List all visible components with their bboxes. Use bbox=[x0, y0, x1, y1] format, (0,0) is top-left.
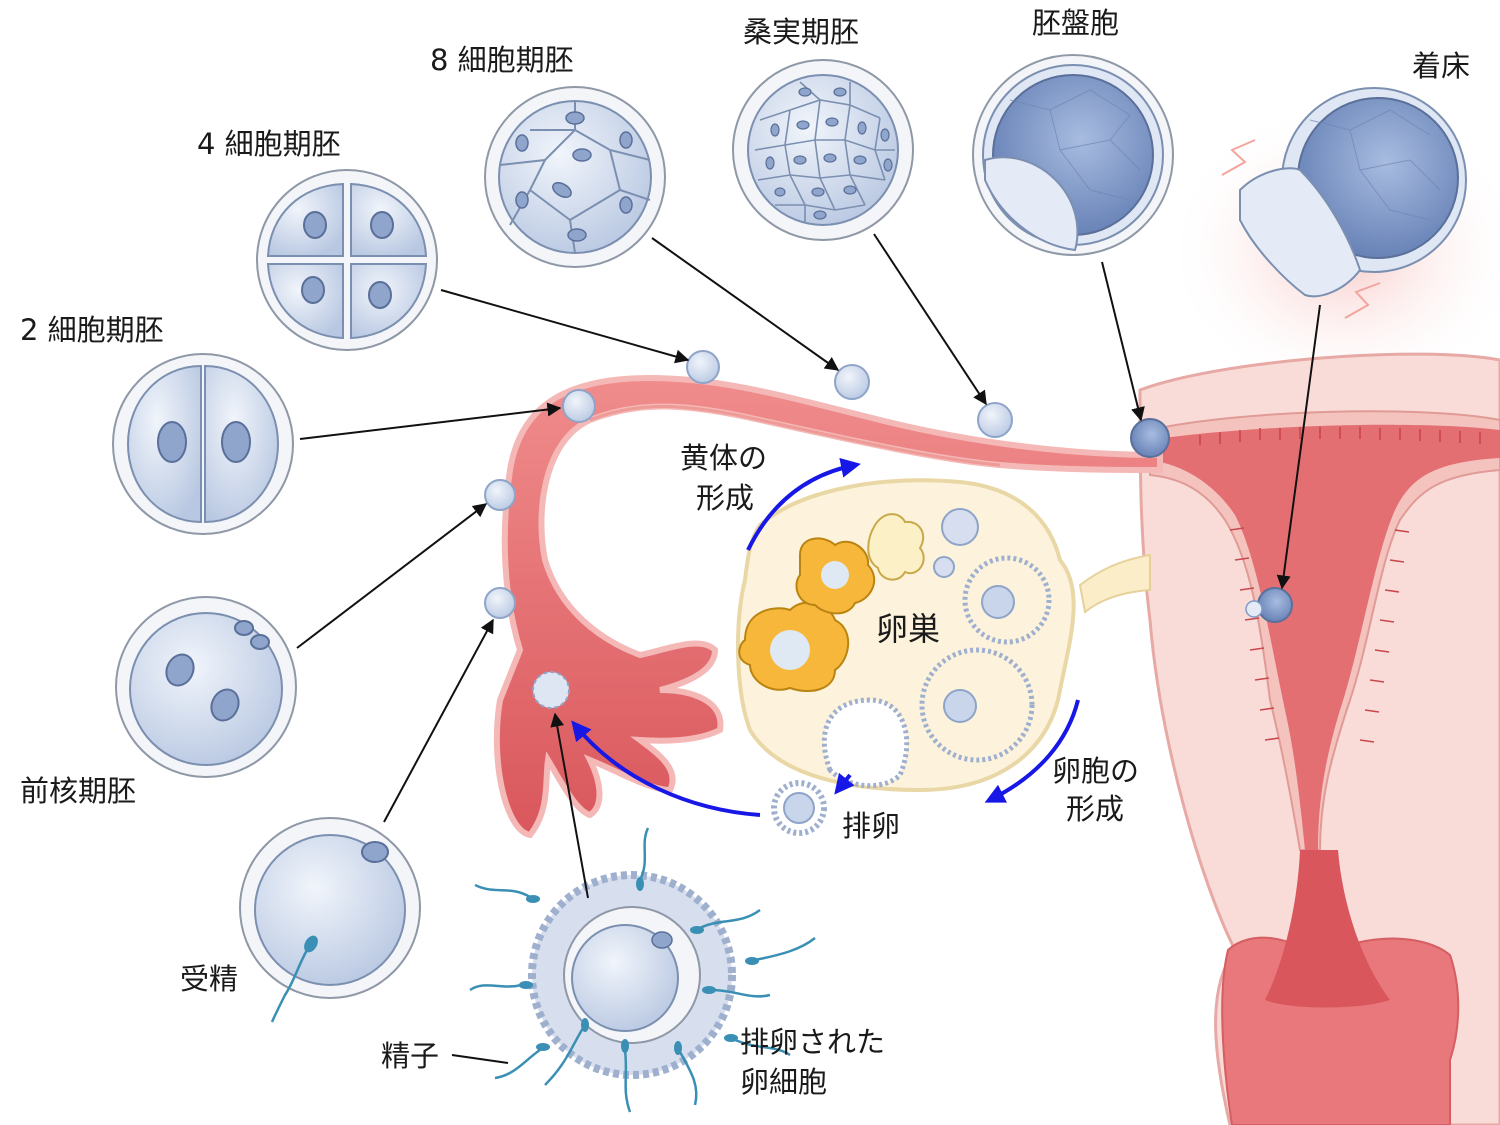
fallopian-tube bbox=[493, 374, 1163, 839]
label-ovulation: 排卵 bbox=[842, 809, 901, 843]
label-implantation: 着床 bbox=[1412, 49, 1471, 83]
label-ovulated-oocyte-line1: 排卵された bbox=[740, 1025, 886, 1059]
label-ovary: 卵巣 bbox=[876, 610, 941, 648]
label-follicle-line2: 形成 bbox=[1066, 792, 1125, 826]
arrow-ovulation-to-tube bbox=[571, 720, 761, 817]
label-follicle-line1: 卵胞の bbox=[1052, 754, 1140, 788]
pointer-implantation bbox=[1276, 304, 1321, 590]
endometrium-folds bbox=[1199, 427, 1481, 743]
tube-ovulated-oocyte bbox=[532, 671, 570, 709]
arrow-corpus-luteum bbox=[746, 457, 861, 551]
morula-nuclei bbox=[765, 87, 893, 220]
pointer-four-cell bbox=[440, 289, 690, 364]
label-blastocyst: 胚盤胞 bbox=[1032, 6, 1120, 40]
label-corpus-luteum-line2: 形成 bbox=[696, 481, 755, 515]
label-four-cell-embryo: 4 細胞期胚 bbox=[197, 127, 341, 161]
tube-two-cell-embryo bbox=[562, 389, 596, 423]
arrow-ovulation-release bbox=[834, 772, 855, 795]
ovary bbox=[736, 478, 1151, 836]
pointer-two-cell bbox=[299, 402, 562, 440]
ruptured-follicle bbox=[821, 697, 910, 789]
flow-arrows bbox=[571, 457, 1080, 817]
pointer-lines bbox=[296, 233, 1321, 1064]
sperm-heads bbox=[519, 877, 759, 1055]
primordial-follicle bbox=[933, 556, 955, 578]
tube-morula bbox=[977, 402, 1013, 438]
label-ovulated-oocyte-line2: 卵細胞 bbox=[740, 1065, 828, 1099]
zoom-morula bbox=[732, 59, 914, 241]
tube-four-cell-embryo bbox=[686, 350, 720, 384]
tube-eight-cell-embryo bbox=[834, 364, 870, 400]
morula-cell-boundaries bbox=[754, 81, 895, 222]
cervical-canal bbox=[1265, 850, 1390, 1008]
ovulated-oocyte-zoom bbox=[469, 827, 816, 1113]
tube-pronuclear-embryo bbox=[484, 479, 516, 511]
zoom-pronuclear-embryo bbox=[115, 596, 297, 778]
antral-follicle-lower bbox=[919, 647, 1035, 763]
pointer-ovulated-oocyte bbox=[550, 712, 589, 899]
primary-follicle bbox=[941, 508, 979, 546]
uterine-cavity bbox=[1150, 424, 1500, 850]
label-morula: 桑実期胚 bbox=[743, 15, 860, 49]
implanting-embryo-cells bbox=[1245, 600, 1263, 618]
corpus-luteum-large bbox=[738, 601, 850, 692]
label-sperm: 精子 bbox=[381, 1039, 440, 1073]
inner-cell-mass bbox=[984, 156, 1079, 252]
pointer-fertilization bbox=[383, 618, 494, 823]
pointer-sperm bbox=[451, 1054, 509, 1064]
pointer-morula bbox=[873, 233, 987, 406]
label-fertilization: 受精 bbox=[180, 962, 239, 996]
sperm-cells bbox=[469, 827, 816, 1113]
ovulating-oocyte bbox=[771, 780, 827, 836]
zoom-fertilized-egg bbox=[239, 817, 421, 1023]
antral-follicle-upper bbox=[962, 555, 1052, 645]
label-pronuclear-embryo: 前核期胚 bbox=[20, 774, 137, 808]
pointer-pronuclear bbox=[296, 503, 488, 649]
zoom-four-cell-embryo bbox=[256, 169, 438, 351]
pointer-blastocyst bbox=[1101, 261, 1145, 422]
corpus-albicans bbox=[867, 513, 925, 581]
tube-inner-edge bbox=[589, 405, 1001, 467]
fertilizing-sperm bbox=[270, 944, 312, 1023]
label-corpus-luteum-line1: 黄体の bbox=[680, 441, 768, 475]
arrow-follicle bbox=[984, 699, 1080, 803]
zoom-two-cell-embryo bbox=[112, 353, 294, 535]
label-two-cell-embryo: 2 細胞期胚 bbox=[20, 313, 164, 347]
label-eight-cell-embryo: 8 細胞期胚 bbox=[430, 43, 574, 77]
implanting-embryo bbox=[1257, 587, 1293, 623]
zoom-implantation bbox=[1221, 87, 1467, 319]
trophoblast-invasion bbox=[1239, 167, 1362, 298]
tube-embryos bbox=[484, 350, 1170, 709]
zoom-eight-cell-embryo bbox=[484, 86, 666, 268]
ovarian-ligament bbox=[1078, 553, 1151, 614]
corpus-luteum-medium bbox=[795, 537, 875, 615]
pointer-eight-cell bbox=[651, 237, 840, 371]
tube-blastocyst bbox=[1130, 418, 1170, 458]
zoom-blastocyst bbox=[972, 54, 1174, 256]
tube-fertilized-egg bbox=[484, 587, 516, 619]
